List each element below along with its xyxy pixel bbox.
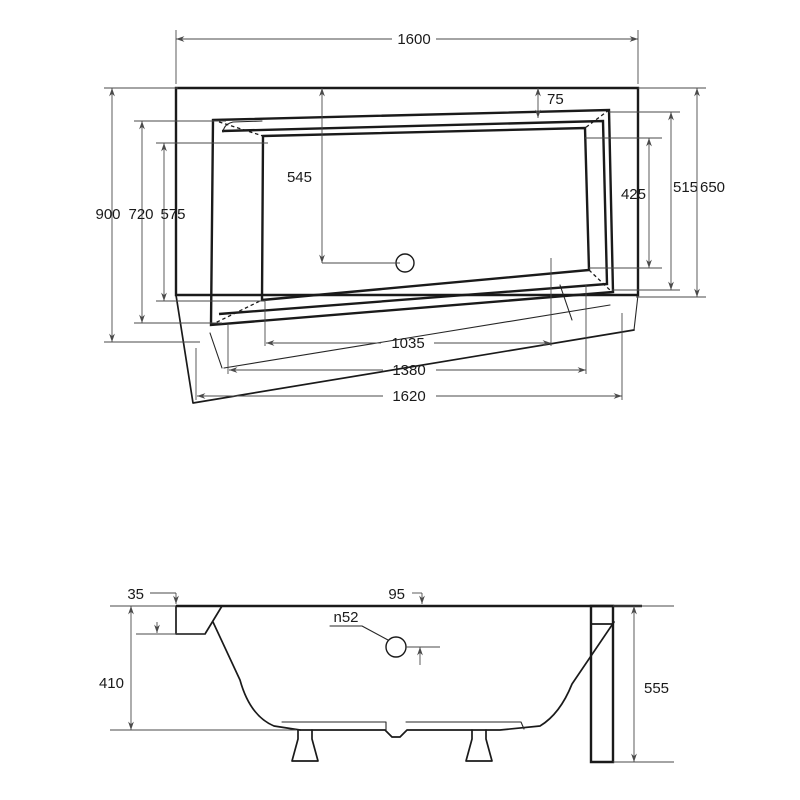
plan-panel-line-a	[209, 332, 223, 369]
plan-hidden-corner-bl	[210, 299, 263, 326]
dim-label-1380: 1380	[392, 362, 425, 379]
plan-skirt-inner-edge	[223, 304, 611, 369]
dim-label-575: 575	[160, 206, 185, 223]
elev-bottom-pan	[299, 621, 615, 738]
elev-left-rim-block	[175, 605, 223, 635]
plan-skirt-outline	[175, 294, 635, 404]
dim-label-n52: n52	[333, 609, 358, 626]
dim-label-1620: 1620	[392, 388, 425, 405]
plan-skirt-edge-right	[633, 294, 639, 331]
dim-label-900: 900	[95, 206, 120, 223]
dim-label-1035: 1035	[391, 335, 424, 352]
plan-rim-inner-offset	[218, 119, 609, 316]
dim-label-410: 410	[99, 675, 124, 692]
elev-drain-leader	[329, 625, 389, 641]
dim-label-75: 75	[547, 91, 564, 108]
elev-foot-left	[291, 729, 319, 762]
dim-label-1600: 1600	[397, 31, 430, 48]
dim-label-650: 650	[700, 179, 725, 196]
dim-label-545: 545	[287, 169, 312, 186]
plan-hidden-corner-br	[588, 269, 613, 293]
dim-label-35: 35	[127, 586, 144, 603]
elev-drain-hole-icon	[385, 636, 407, 658]
elev-right-rim-edge	[590, 605, 614, 625]
plan-rim-outer	[209, 108, 615, 327]
dim-label-425: 425	[621, 186, 646, 203]
elev-base-strip-right	[405, 721, 525, 730]
dim-label-515: 515	[673, 179, 698, 196]
side-elevation-group: n52 35 95 410 555	[99, 586, 674, 764]
plan-hidden-corner-tr	[584, 109, 610, 129]
dim-label-95: 95	[388, 586, 405, 603]
plan-hidden-corner-tl	[212, 119, 264, 137]
elev-base-strip-left	[281, 721, 387, 731]
plan-basin-opening	[260, 126, 591, 302]
elev-foot-right	[465, 729, 493, 762]
elev-left-inner-wall	[212, 621, 301, 731]
dim-label-555: 555	[644, 680, 669, 697]
dim-label-720: 720	[128, 206, 153, 223]
plan-panel-line-b	[559, 284, 573, 321]
plan-view-group: 1600 75 545 900 720 575 4	[95, 30, 725, 405]
